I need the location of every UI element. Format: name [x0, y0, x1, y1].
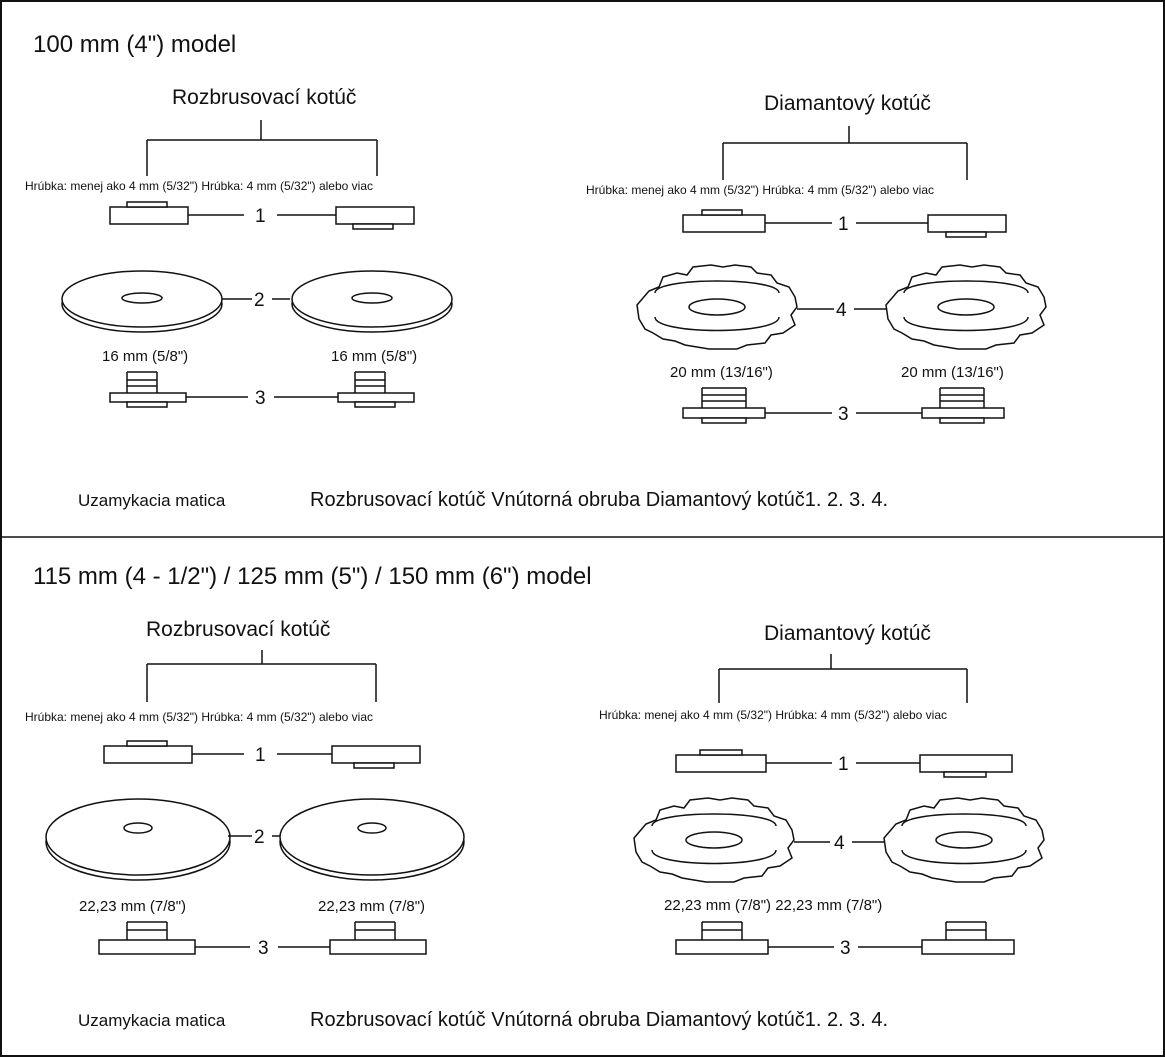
s1-left-nut-thick-boss: [352, 223, 394, 230]
s1-right-nut-thin: [682, 214, 766, 233]
s2-legend-right: Rozbrusovací kotúč Vnútorná obruba Diama…: [310, 1009, 888, 1031]
s1-right-group-label: Diamantový kotúč: [764, 92, 931, 115]
s1-right-diamond-blade-b: [885, 264, 1047, 350]
s2-left-dim-a: 22,23 mm (7/8"): [79, 898, 186, 915]
s1-right-diamond-blade-a: [636, 264, 798, 350]
s2-legend-left: Uzamykacia matica: [78, 1011, 226, 1030]
s1-left-group-label: Rozbrusovací kotúč: [172, 86, 356, 109]
s2-right-diamond-blade-a: [633, 797, 795, 883]
s2-left-group-label: Rozbrusovací kotúč: [146, 618, 330, 641]
s2-left-nut-thin: [103, 745, 193, 764]
s1-right-bracket: [722, 126, 968, 180]
s1-left-inner-flange-b: [337, 371, 415, 408]
s1-right-dim-b: 20 mm (13/16"): [901, 364, 1004, 381]
s2-right-inner-flange-a: [675, 921, 769, 955]
s1-left-inner-flange-a: [109, 371, 187, 408]
s1-right-callout-4: 4: [836, 300, 847, 321]
s1-left-bracket: [146, 120, 378, 176]
s1-right-thickness-caption: Hrúbka: menej ako 4 mm (5/32") Hrúbka: 4…: [586, 183, 934, 197]
s2-right-inner-flange-b: [921, 921, 1015, 955]
s2-right-nut-thin-boss: [699, 749, 743, 756]
s1-left-dim-b: 16 mm (5/8"): [331, 348, 417, 365]
s1-right-callout-3: 3: [838, 404, 849, 425]
s2-right-thickness-caption: Hrúbka: menej ako 4 mm (5/32") Hrúbka: 4…: [599, 708, 947, 722]
s1-left-abrasive-wheel-b: [291, 270, 453, 333]
s1-right-dim-a: 20 mm (13/16"): [670, 364, 773, 381]
s2-left-callout-1: 1: [255, 745, 266, 766]
s1-right-callout-1: 1: [838, 214, 849, 235]
s2-left-thickness-caption: Hrúbka: menej ako 4 mm (5/32") Hrúbka: 4…: [25, 710, 373, 724]
s2-right-callout-1: 1: [838, 754, 849, 775]
s2-right-nut-thick: [919, 754, 1013, 773]
s1-left-abrasive-wheel-a: [61, 270, 223, 333]
s2-left-abrasive-wheel-a: [45, 798, 231, 881]
s1-left-thickness-caption: Hrúbka: menej ako 4 mm (5/32") Hrúbka: 4…: [25, 179, 373, 193]
s2-right-group-label: Diamantový kotúč: [764, 622, 931, 645]
s2-right-dim-both: 22,23 mm (7/8") 22,23 mm (7/8"): [664, 897, 882, 914]
s1-left-nut-thin: [109, 206, 189, 225]
s1-right-nut-thin-boss: [701, 209, 743, 216]
s1-right-nut-thick-boss: [945, 231, 987, 238]
s2-right-callout-4: 4: [834, 833, 845, 854]
s2-right-nut-thin: [675, 754, 767, 773]
s1-right-nut-thick: [927, 214, 1007, 233]
s1-right-inner-flange-b: [921, 387, 1005, 424]
s2-right-bracket: [718, 654, 968, 703]
s2-left-callout-3: 3: [258, 938, 269, 959]
s1-left-dim-a: 16 mm (5/8"): [102, 348, 188, 365]
s1-left-callout-3: 3: [255, 388, 266, 409]
section-1-title: 100 mm (4") model: [33, 31, 236, 58]
s2-left-dim-b: 22,23 mm (7/8"): [318, 898, 425, 915]
s1-left-nut-thin-boss: [126, 201, 168, 208]
s2-right-diamond-blade-b: [883, 797, 1045, 883]
s2-left-inner-flange-b: [329, 921, 427, 955]
s2-left-bracket: [146, 650, 377, 702]
s1-legend-right: Rozbrusovací kotúč Vnútorná obruba Diama…: [310, 489, 888, 511]
s2-left-inner-flange-a: [98, 921, 196, 955]
s1-right-inner-flange-a: [682, 387, 766, 424]
s2-right-callout-3: 3: [840, 938, 851, 959]
s2-left-callout-2: 2: [254, 827, 265, 848]
s2-left-nut-thick-boss: [353, 762, 395, 769]
s1-left-nut-thick: [335, 206, 415, 225]
s2-left-nut-thin-boss: [126, 740, 168, 747]
s1-legend-left: Uzamykacia matica: [78, 491, 226, 510]
s2-left-nut-thick: [331, 745, 421, 764]
section-2-title: 115 mm (4 - 1/2") / 125 mm (5") / 150 mm…: [33, 563, 592, 590]
s2-right-nut-thick-boss: [943, 771, 987, 778]
s2-left-abrasive-wheel-b: [279, 798, 465, 881]
s1-left-callout-2: 2: [254, 290, 265, 311]
s1-left-callout-1: 1: [255, 206, 266, 227]
